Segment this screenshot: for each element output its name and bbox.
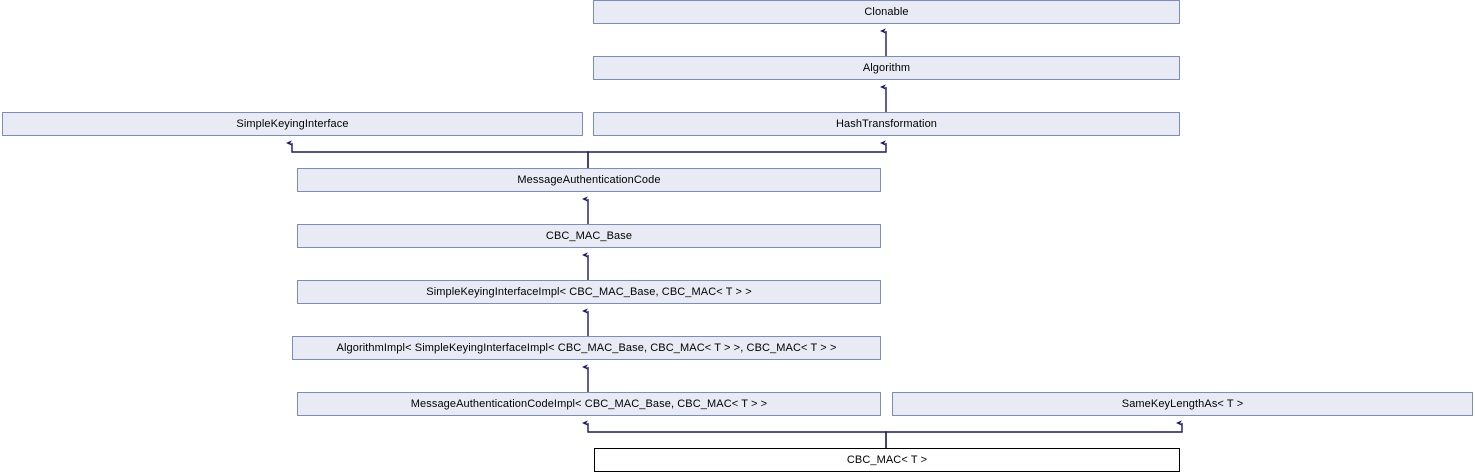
class-node-simple-keying-interface[interactable]: SimpleKeyingInterface — [2, 112, 583, 136]
inheritance-edge-mac-to-hash-transformation — [587, 140, 887, 168]
class-node-label: Clonable — [864, 5, 909, 18]
class-node-message-authentication-code-impl[interactable]: MessageAuthenticationCodeImpl< CBC_MAC_B… — [297, 392, 881, 416]
class-node-clonable[interactable]: Clonable — [593, 0, 1180, 24]
class-node-message-authentication-code[interactable]: MessageAuthenticationCode — [297, 168, 881, 192]
class-node-label: SimpleKeyingInterfaceImpl< CBC_MAC_Base,… — [426, 285, 752, 298]
class-node-label: SameKeyLengthAs< T > — [1121, 397, 1244, 410]
class-node-label: HashTransformation — [835, 117, 938, 130]
class-node-label: Algorithm — [862, 61, 911, 74]
inheritance-edge-cbc-mac-to-same-key-length-as — [885, 420, 1183, 448]
class-node-label: MessageAuthenticationCode — [517, 173, 661, 186]
class-node-algorithm-impl[interactable]: AlgorithmImpl< SimpleKeyingInterfaceImpl… — [292, 336, 881, 360]
class-node-algorithm[interactable]: Algorithm — [593, 56, 1180, 80]
class-node-same-key-length-as[interactable]: SameKeyLengthAs< T > — [892, 392, 1473, 416]
class-node-label: CBC_MAC< T > — [846, 453, 928, 466]
class-node-label: CBC_MAC_Base — [545, 229, 633, 242]
inheritance-edge-cbc-mac-to-maci — [582, 420, 887, 448]
class-node-simple-keying-interface-impl[interactable]: SimpleKeyingInterfaceImpl< CBC_MAC_Base,… — [297, 280, 881, 304]
class-node-label: SimpleKeyingInterface — [236, 117, 349, 130]
class-node-label: AlgorithmImpl< SimpleKeyingInterfaceImpl… — [336, 341, 837, 354]
class-node-hash-transformation[interactable]: HashTransformation — [593, 112, 1180, 136]
class-node-label: MessageAuthenticationCodeImpl< CBC_MAC_B… — [410, 397, 768, 410]
class-node-cbc-mac: CBC_MAC< T > — [594, 448, 1180, 472]
inheritance-edge-mac-to-simple-keying-interface — [286, 140, 589, 168]
class-node-cbc-mac-base[interactable]: CBC_MAC_Base — [297, 224, 881, 248]
